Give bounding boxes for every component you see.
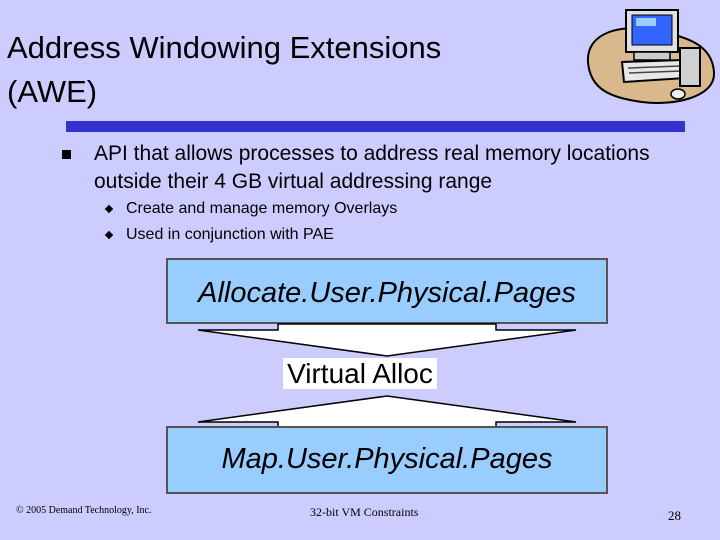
computer-clipart-icon	[586, 9, 716, 104]
slide-title: Address Windowing Extensions (AWE)	[7, 30, 442, 109]
virtual-alloc-label: Virtual Alloc	[0, 354, 720, 394]
footer-title: 32-bit VM Constraints	[310, 505, 419, 519]
title-rule	[66, 121, 685, 132]
map-pages-box: Map.User.Physical.Pages	[166, 426, 608, 494]
down-arrow-icon	[197, 323, 577, 357]
square-bullet-icon	[62, 150, 71, 159]
page-number: 28	[668, 508, 681, 523]
allocate-pages-box: Allocate.User.Physical.Pages	[166, 258, 608, 324]
footer-copyright: © 2005 Demand Technology, Inc.	[16, 505, 152, 516]
up-arrow-icon	[197, 395, 577, 429]
